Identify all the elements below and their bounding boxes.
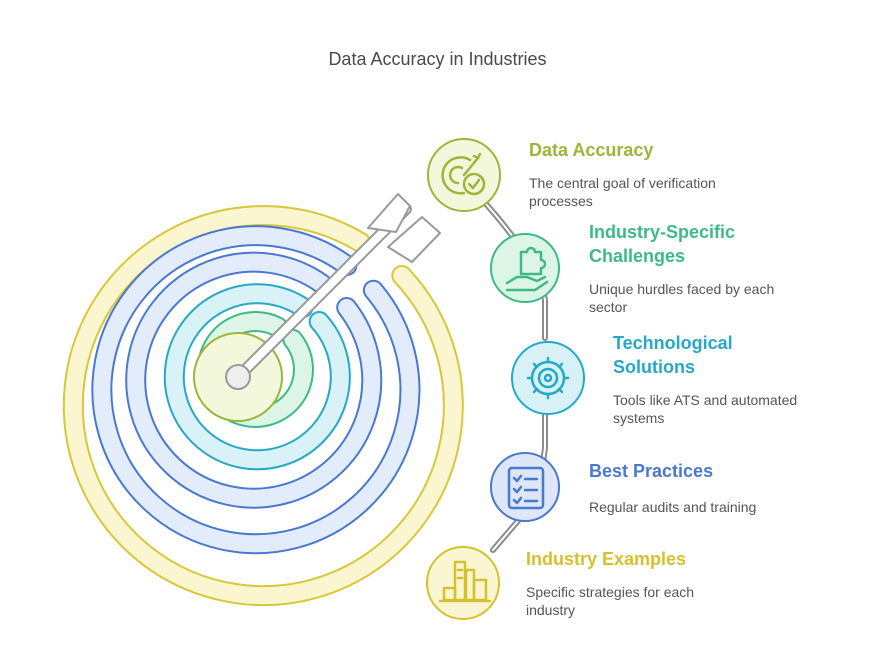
item-title-industry-specific-challenges: Industry-Specific Challenges: [589, 222, 736, 266]
node-1: [427, 138, 501, 212]
item-title-best-practices: Best Practices: [589, 461, 714, 481]
item-title-data-accuracy: Data Accuracy: [529, 140, 654, 160]
item-desc-industry-examples: Specific strategies for each industry: [526, 584, 695, 618]
diagram-title: Data Accuracy in Industries: [328, 49, 547, 69]
target-check-icon: [441, 152, 486, 196]
node-5: [426, 546, 500, 620]
arrow: [225, 193, 441, 390]
ring-cyan-fill: [165, 285, 349, 469]
item-title-industry-examples: Industry Examples: [526, 549, 687, 569]
node-4: [490, 452, 560, 522]
node-3: [511, 341, 585, 415]
factory-icon: [438, 560, 492, 603]
item-desc-best-practices: Regular audits and training: [589, 499, 757, 515]
arrow-tip: [225, 364, 251, 390]
arrow-fletching-side: [387, 216, 441, 263]
item-desc-industry-specific-challenges: Unique hurdles faced by each sector: [589, 281, 775, 315]
ring-blue-outer-fill: [93, 227, 419, 553]
checklist-icon: [507, 466, 545, 510]
puzzle-hand-icon: [505, 246, 549, 292]
node-2: [490, 233, 560, 303]
item-desc-technological-solutions: Tools like ATS and automated systems: [613, 392, 798, 426]
target-rings: [62, 205, 464, 607]
item-desc-data-accuracy: The central goal of verification process…: [529, 175, 716, 209]
ring-outer-yellow-fill: [64, 207, 462, 605]
gear-icon: [526, 356, 570, 400]
item-title-technological-solutions: Technological Solutions: [613, 333, 733, 377]
ring-blue-inner-fill: [127, 253, 381, 507]
arrow-fletching-top: [367, 193, 411, 233]
